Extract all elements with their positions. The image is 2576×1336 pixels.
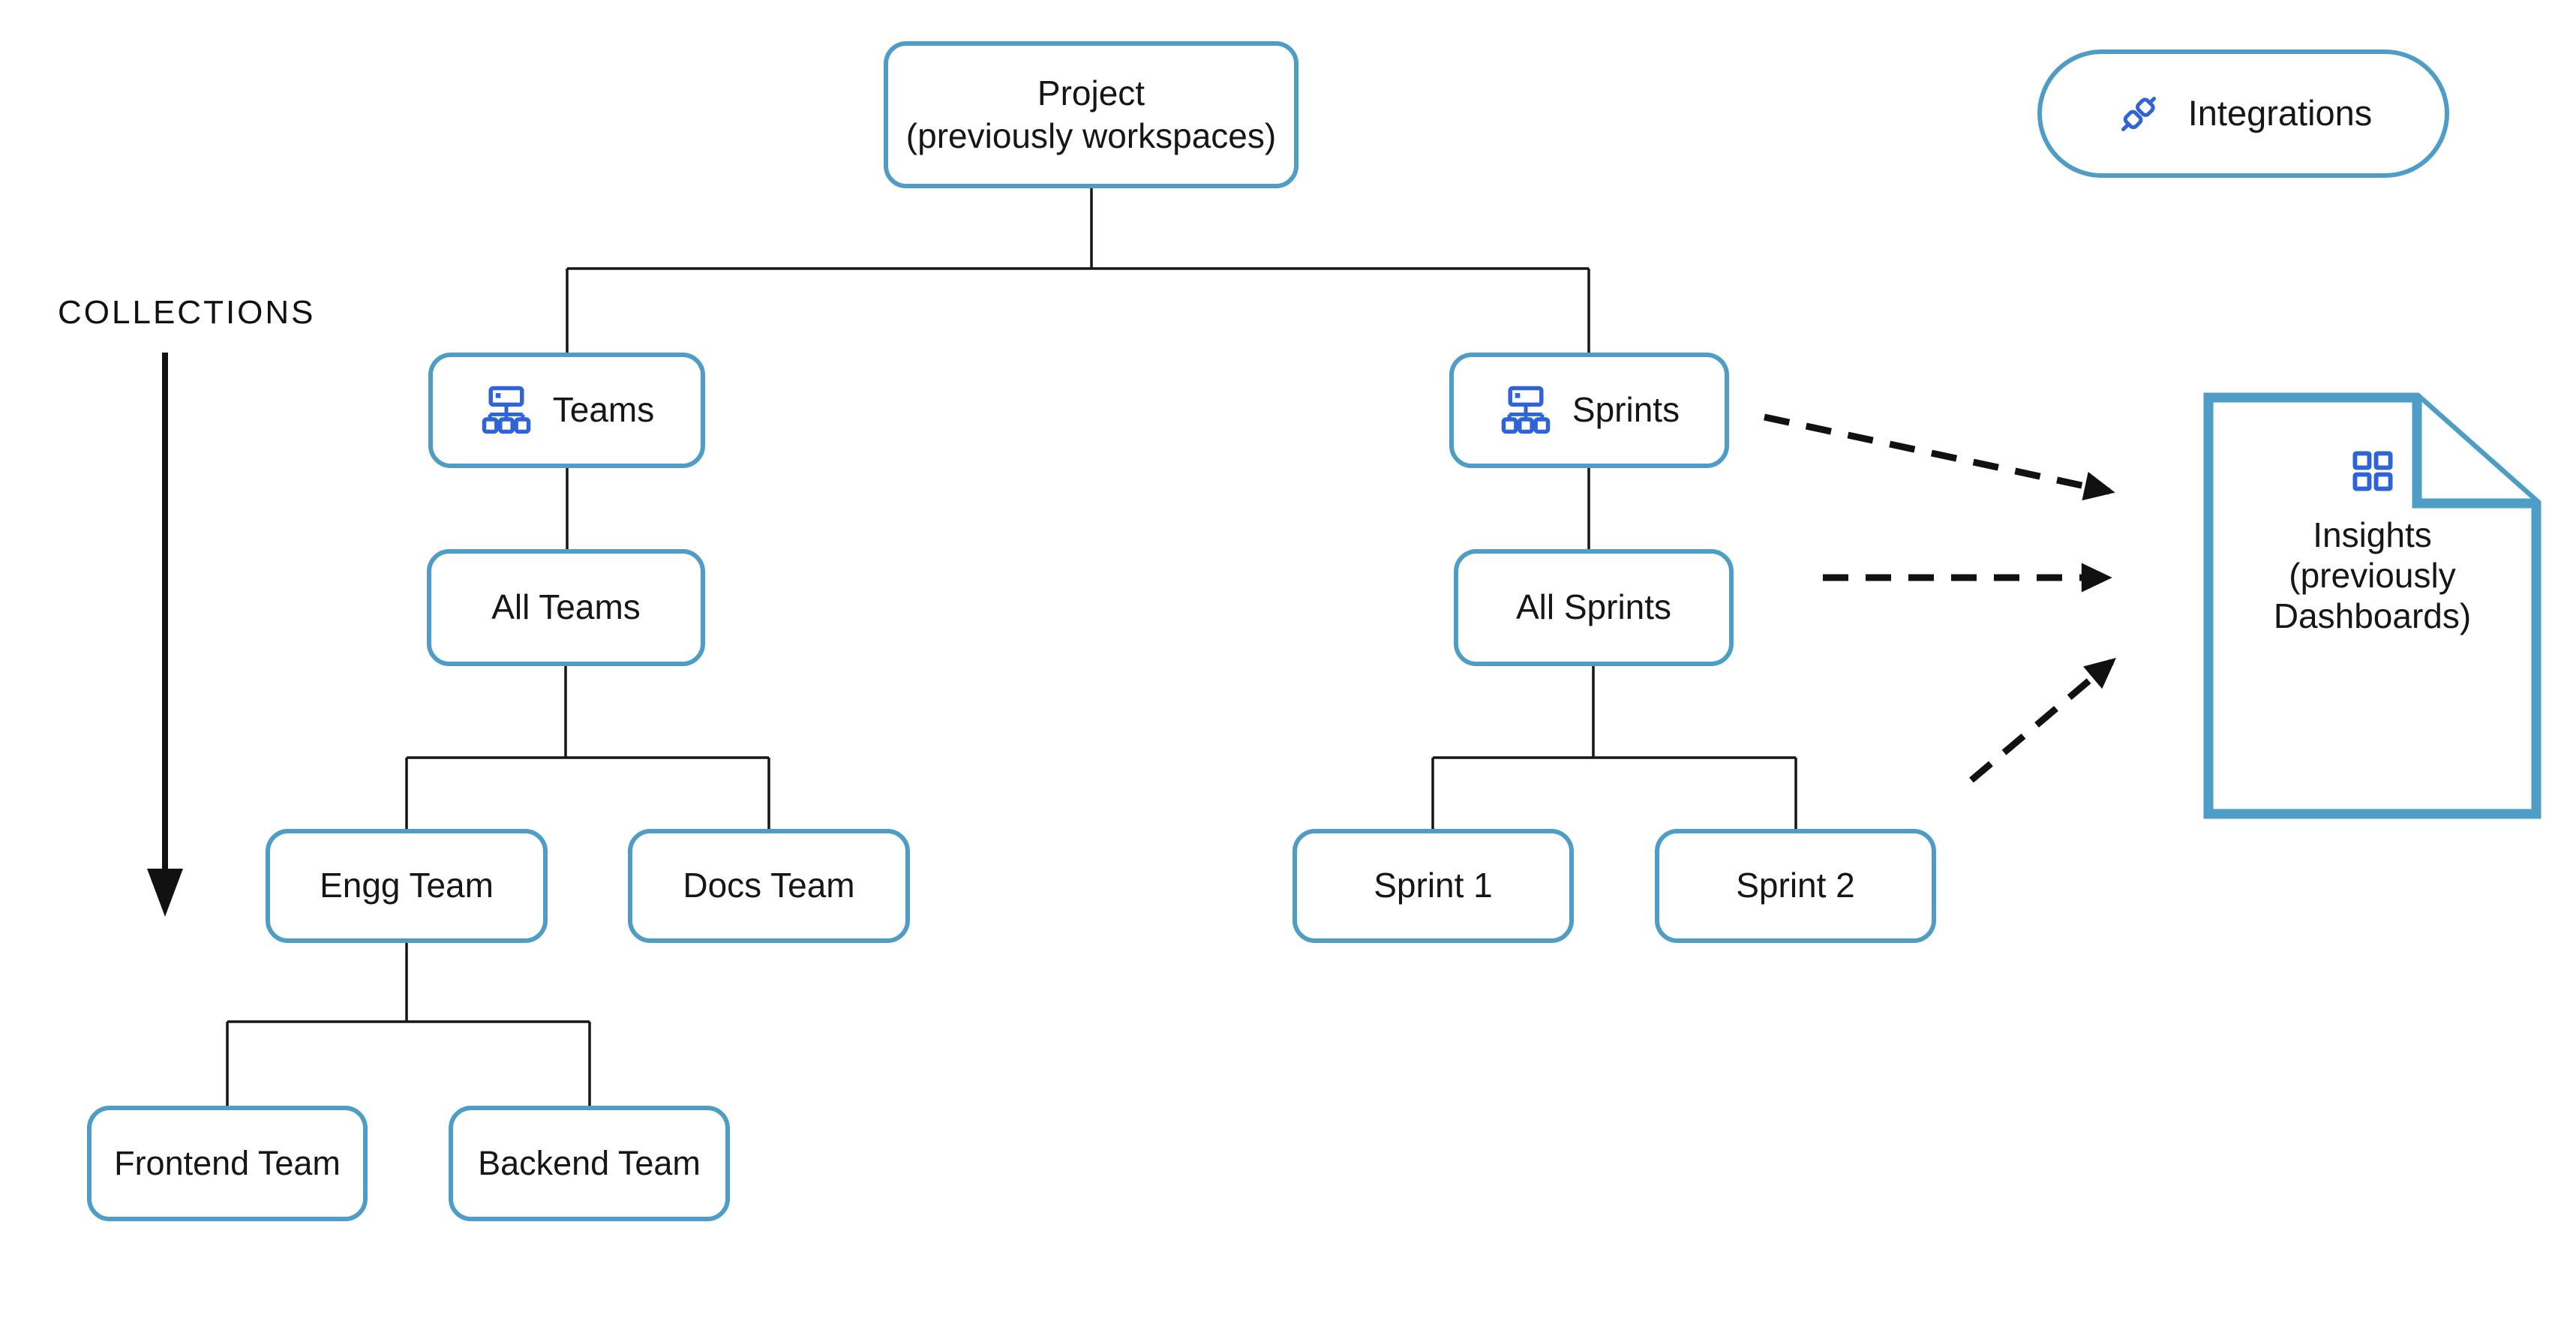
frontend-team-label: Frontend Team <box>114 1143 341 1182</box>
sitemap-icon <box>482 386 531 434</box>
sprint-2-label: Sprint 2 <box>1736 866 1855 905</box>
project-label-line2: (previously workspaces) <box>905 116 1277 155</box>
insights-content: Insights (previously Dashboards) <box>2203 449 2541 636</box>
integrations-pill: Integrations <box>2037 50 2449 178</box>
insights-document: Insights (previously Dashboards) <box>2203 392 2541 819</box>
node-teams: Teams <box>428 353 705 468</box>
teams-label: Teams <box>552 390 655 430</box>
project-label-line1: Project <box>1037 73 1145 113</box>
collections-label: COLLECTIONS <box>58 294 316 331</box>
node-backend-team: Backend Team <box>449 1106 730 1221</box>
dashed-arrow-sprint-items-to-insights <box>1969 657 2116 783</box>
all-sprints-label: All Sprints <box>1515 587 1672 627</box>
node-docs-team: Docs Team <box>628 829 910 943</box>
dashed-arrow-sprints-to-insights <box>1764 413 2115 501</box>
backend-team-label: Backend Team <box>478 1143 701 1182</box>
integrations-label: Integrations <box>2187 93 2373 134</box>
node-project: Project (previously workspaces) <box>884 41 1299 188</box>
insights-dashed-arrows <box>1764 413 2116 783</box>
plug-connection-icon <box>2121 96 2156 131</box>
insights-label-line2: (previously <box>2289 555 2456 595</box>
node-sprint-1: Sprint 1 <box>1293 829 1574 943</box>
node-all-sprints: All Sprints <box>1454 549 1734 666</box>
node-frontend-team: Frontend Team <box>87 1106 368 1221</box>
all-teams-label: All Teams <box>491 587 641 627</box>
sprints-label: Sprints <box>1572 390 1680 430</box>
node-sprints: Sprints <box>1449 353 1729 468</box>
node-engg-team: Engg Team <box>266 829 548 943</box>
docs-team-label: Docs Team <box>683 866 855 905</box>
sprint-1-label: Sprint 1 <box>1374 866 1493 905</box>
insights-label-line1: Insights <box>2313 515 2432 554</box>
document-page-icon <box>2203 392 2541 819</box>
collections-down-arrow <box>147 353 183 917</box>
engg-team-label: Engg Team <box>320 866 494 905</box>
insights-label: Insights (previously Dashboards) <box>2274 515 2471 636</box>
node-sprint-2: Sprint 2 <box>1655 829 1936 943</box>
sitemap-icon <box>1501 386 1551 434</box>
insights-label-line3: Dashboards) <box>2273 596 2472 635</box>
dashboard-grid-icon <box>2352 451 2393 491</box>
node-all-teams: All Teams <box>427 549 705 666</box>
